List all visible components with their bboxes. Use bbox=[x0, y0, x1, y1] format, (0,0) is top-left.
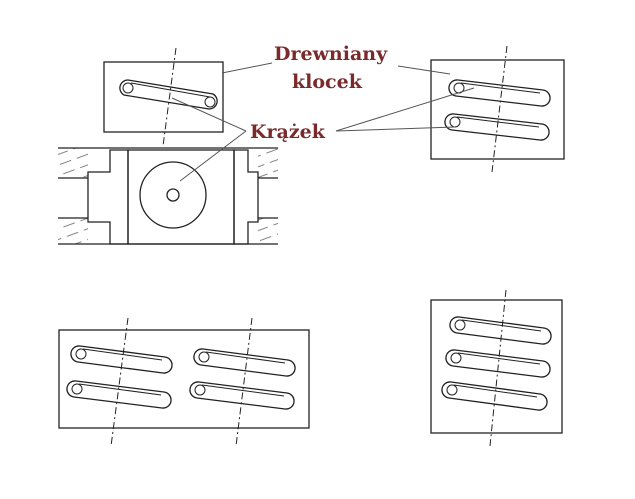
section-view bbox=[58, 147, 278, 245]
axis-line bbox=[489, 289, 507, 447]
axis-line bbox=[491, 45, 508, 173]
block-four-slots bbox=[58, 317, 310, 447]
label-wooden-block: Drewniany bbox=[274, 43, 388, 65]
slot-1 bbox=[119, 79, 218, 110]
axis-line bbox=[162, 47, 177, 147]
block-two-slots bbox=[430, 45, 565, 173]
slot-3a bbox=[70, 345, 173, 374]
leader-lines bbox=[171, 62, 475, 182]
disk bbox=[139, 161, 207, 229]
axis-line bbox=[110, 317, 129, 447]
slot-4b bbox=[445, 349, 551, 378]
label-wooden-block-2: klocek bbox=[292, 71, 363, 93]
label-disk: Krążek bbox=[250, 121, 326, 143]
axis-line bbox=[235, 317, 253, 447]
slot-3c bbox=[193, 348, 296, 377]
block-single-slot bbox=[103, 47, 224, 147]
slot-3b bbox=[66, 380, 172, 409]
slot-3d bbox=[189, 381, 295, 410]
block-three-slots bbox=[430, 289, 563, 447]
slot-2a bbox=[448, 79, 551, 107]
slot-4a bbox=[449, 316, 552, 345]
